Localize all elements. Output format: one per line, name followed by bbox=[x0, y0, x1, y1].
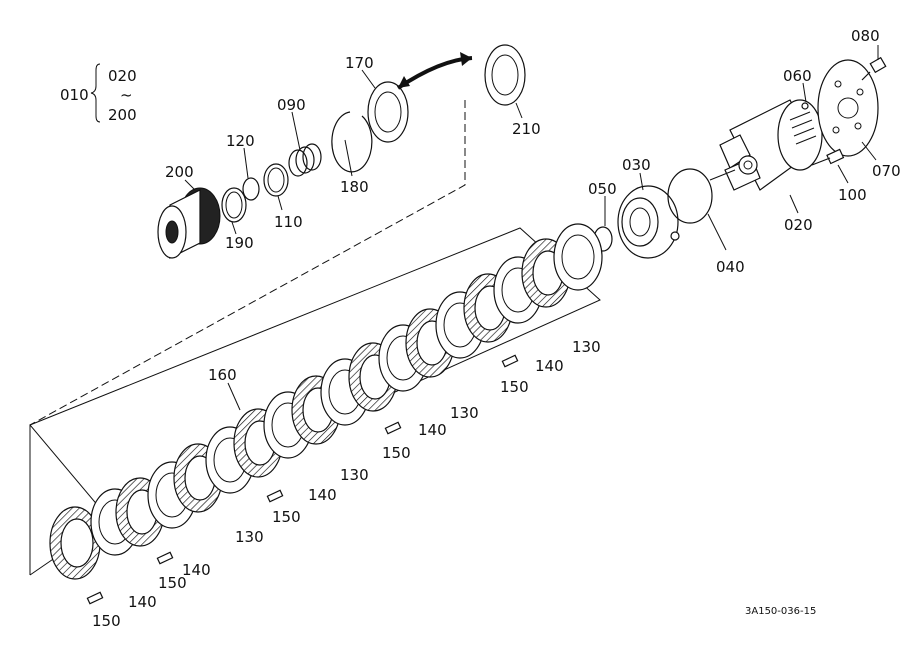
label-060: 060 bbox=[783, 67, 812, 85]
label-150-b: 150 bbox=[382, 444, 411, 462]
label-070: 070 bbox=[872, 162, 901, 180]
spring-090 bbox=[288, 143, 322, 177]
snap-ring-120 bbox=[242, 177, 260, 201]
label-190: 190 bbox=[225, 234, 254, 252]
assembly-bracket: 010 020 ~ 200 bbox=[60, 63, 137, 124]
label-150-e: 150 bbox=[92, 612, 121, 630]
piston-030 bbox=[617, 185, 680, 259]
label-160: 160 bbox=[208, 366, 237, 384]
interchange-arrow bbox=[396, 56, 473, 90]
label-040: 040 bbox=[716, 258, 745, 276]
label-120: 120 bbox=[226, 132, 255, 150]
label-150-c: 150 bbox=[272, 508, 301, 526]
label-100: 100 bbox=[838, 186, 867, 204]
leader-lines bbox=[184, 45, 879, 411]
label-140-b: 140 bbox=[418, 421, 447, 439]
part-labels: 080 060 070 100 020 030 050 040 170 210 … bbox=[92, 27, 901, 630]
label-020: 020 bbox=[784, 216, 813, 234]
plate-210 bbox=[484, 44, 526, 106]
range-top-label: 020 bbox=[108, 67, 137, 85]
label-080: 080 bbox=[851, 27, 880, 45]
label-130-d: 130 bbox=[235, 528, 264, 546]
bolt-080 bbox=[861, 56, 887, 81]
snap-ring-180 bbox=[331, 111, 373, 173]
steel-plate bbox=[553, 223, 603, 291]
cover-plate-070 bbox=[817, 59, 879, 157]
housing-part-020 bbox=[709, 99, 823, 191]
bolt-100 bbox=[811, 148, 845, 166]
hub-200 bbox=[157, 187, 221, 259]
label-130-c: 130 bbox=[340, 466, 369, 484]
spring-seat-110 bbox=[263, 163, 289, 197]
label-090: 090 bbox=[277, 96, 306, 114]
label-150-d: 150 bbox=[158, 574, 187, 592]
label-150-a: 150 bbox=[500, 378, 529, 396]
washer-190 bbox=[221, 187, 247, 223]
plate-170 bbox=[367, 81, 409, 143]
label-130-a: 130 bbox=[572, 338, 601, 356]
reference-code: 3A150-036-15 bbox=[745, 606, 816, 617]
label-170: 170 bbox=[345, 54, 374, 72]
label-130-b: 130 bbox=[450, 404, 479, 422]
label-140-a: 140 bbox=[535, 357, 564, 375]
label-050: 050 bbox=[588, 180, 617, 198]
label-140-e: 140 bbox=[128, 593, 157, 611]
range-tilde: ~ bbox=[120, 86, 133, 104]
label-030: 030 bbox=[622, 156, 651, 174]
range-bottom-label: 200 bbox=[108, 106, 137, 124]
label-140-d: 140 bbox=[182, 561, 211, 579]
label-180: 180 bbox=[340, 178, 369, 196]
assembly-label: 010 bbox=[60, 86, 89, 104]
o-ring-040 bbox=[667, 168, 713, 224]
pin-060 bbox=[801, 102, 809, 110]
label-140-c: 140 bbox=[308, 486, 337, 504]
label-200: 200 bbox=[165, 163, 194, 181]
pins-150 bbox=[86, 354, 519, 605]
label-210: 210 bbox=[512, 120, 541, 138]
label-110: 110 bbox=[274, 213, 303, 231]
plate-stack bbox=[49, 223, 603, 580]
